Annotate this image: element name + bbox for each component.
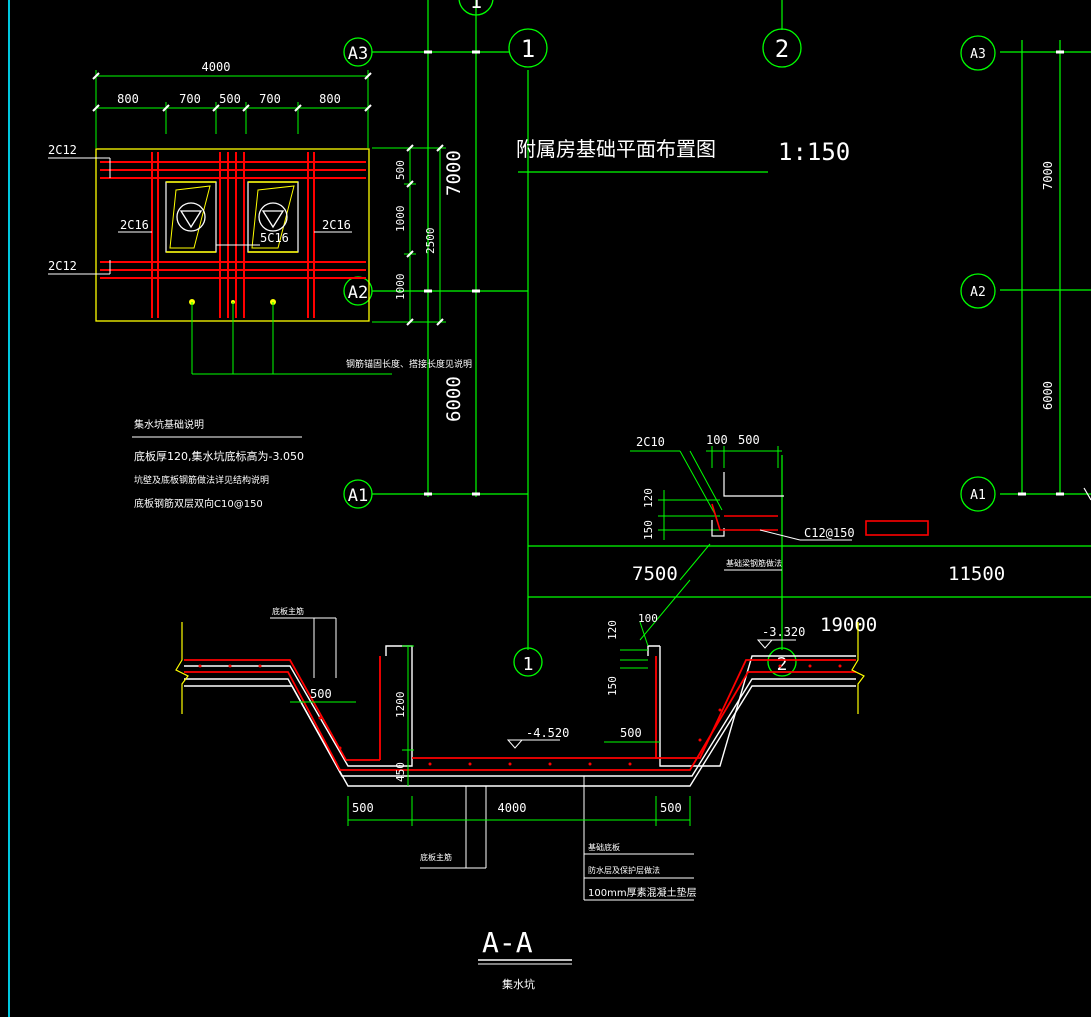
drawing-title: 附属房基础平面布置图 — [516, 137, 716, 161]
grid-bubble-row-a3[interactable]: A3 — [343, 37, 373, 67]
pit-plan-dimensions — [95, 70, 446, 323]
plan-seg-5: 800 — [319, 92, 341, 106]
grid-axes — [372, 0, 1091, 650]
section-level-top: -3.320 — [762, 625, 805, 639]
dim-11500: 11500 — [948, 563, 1005, 585]
rebar-2c16-left: 2C16 — [120, 218, 149, 232]
dim-7000-right: 7000 — [1041, 161, 1055, 190]
plan-right-dim-3: 1000 — [394, 274, 407, 301]
grid-bubble-col-2-top[interactable]: 2 — [762, 28, 802, 68]
pit-plan-box[interactable] — [95, 148, 370, 322]
notes-block: 集水坑基础说明 底板厚120,集水坑底标高为-3.050 坑壁及底板钢筋做法详见… — [132, 418, 304, 510]
grid-bubble-top-partial[interactable]: 1 — [458, 0, 494, 16]
plan-callout-leader — [189, 299, 392, 375]
section-dim-150: 150 — [606, 676, 619, 696]
rebar-2c12-bottom: 2C12 — [48, 259, 77, 273]
section-dim-450: 450 — [394, 762, 407, 782]
svg-text:2: 2 — [775, 35, 789, 63]
grid-ticks — [424, 50, 1064, 496]
section-layer-3: 100mm厚素混凝土垫层 — [588, 886, 697, 899]
detail-dim-100: 100 — [706, 433, 728, 447]
dim-7000: 7000 — [443, 150, 465, 196]
plan-seg-4: 700 — [259, 92, 281, 106]
plan-callout-note: 钢筋锚固长度、搭接长度见说明 — [346, 358, 472, 370]
plan-right-total: 2500 — [424, 228, 437, 255]
pit-plan-dim-ticks — [92, 72, 444, 326]
grid-bubble-right-a3[interactable]: A3 — [960, 35, 996, 71]
viewport-frame — [8, 0, 10, 1017]
svg-text:1: 1 — [470, 0, 482, 13]
svg-text:集水坑基础说明: 集水坑基础说明 — [134, 418, 204, 431]
rebar-5c16: 5C16 — [260, 231, 289, 245]
edge-mark — [1083, 487, 1091, 501]
svg-text:坑壁及底板钢筋做法详见结构说明: 坑壁及底板钢筋做法详见结构说明 — [134, 474, 269, 486]
section-dim-500-left: 500 — [310, 687, 332, 701]
section-subtitle: 集水坑 — [502, 977, 535, 991]
section-dim-1200: 1200 — [394, 692, 407, 719]
plan-leaders — [48, 157, 352, 275]
section-level-bottom: -4.520 — [526, 726, 569, 740]
drawing-scale: 1:150 — [778, 138, 850, 166]
svg-text:A3: A3 — [348, 44, 368, 64]
detail-vert-150: 150 — [642, 520, 655, 540]
detail-spacing: C12@150 — [804, 526, 855, 540]
detail-rebar: 2C10 — [636, 435, 665, 449]
grid-bubble-row-a2[interactable]: A2 — [343, 276, 373, 306]
detail-dim-500: 500 — [738, 433, 760, 447]
plan-right-dim-2: 1000 — [394, 206, 407, 233]
section-a-a[interactable] — [175, 622, 865, 787]
grid-bubble-right-a2[interactable]: A2 — [960, 273, 996, 309]
grid-bubble-row-a1[interactable]: A1 — [343, 479, 373, 509]
dim-6000-right: 6000 — [1041, 381, 1055, 410]
pump-icon-left — [176, 202, 206, 232]
plan-seg-3: 500 — [219, 92, 241, 106]
section-bottom-dim-500-left: 500 — [352, 801, 374, 815]
svg-text:1: 1 — [521, 35, 535, 63]
pump-icon-right — [258, 202, 288, 232]
svg-text:A1: A1 — [348, 486, 368, 506]
svg-text:底板厚120,集水坑底标高为-3.050: 底板厚120,集水坑底标高为-3.050 — [134, 449, 304, 463]
svg-text:1: 1 — [523, 654, 534, 675]
section-dim-500-inner: 500 — [620, 726, 642, 740]
detail-vert-120: 120 — [642, 488, 655, 508]
plan-total-width: 4000 — [202, 60, 231, 74]
detail-label: 基础梁钢筋做法 — [726, 558, 782, 568]
svg-text:A1: A1 — [970, 488, 986, 503]
section-dim-120: 120 — [606, 620, 619, 640]
edge-detail[interactable] — [630, 446, 929, 541]
dim-7500: 7500 — [632, 563, 678, 585]
svg-text:A3: A3 — [970, 47, 986, 62]
section-annotation-lines — [270, 617, 796, 901]
section-layer-2: 防水层及保护层做法 — [588, 865, 660, 875]
svg-text:2: 2 — [777, 654, 788, 675]
grid-bubble-col-1-top[interactable]: 1 — [508, 28, 548, 68]
rebar-2c12-top: 2C12 — [48, 143, 77, 157]
svg-text:A2: A2 — [348, 283, 368, 303]
section-bottom-dim-4000: 4000 — [498, 801, 527, 815]
svg-text:A2: A2 — [970, 285, 986, 300]
plan-seg-1: 800 — [117, 92, 139, 106]
section-left-label: 底板主筋 — [272, 606, 304, 616]
svg-text:底板钢筋双层双向C10@150: 底板钢筋双层双向C10@150 — [134, 497, 263, 510]
grid-bubble-col-2-bottom[interactable]: 2 — [767, 647, 797, 677]
section-dim-100: 100 — [638, 612, 658, 625]
section-bottom-dim-500-right: 500 — [660, 801, 682, 815]
plan-seg-2: 700 — [179, 92, 201, 106]
grid-bubble-right-a1[interactable]: A1 — [960, 476, 996, 512]
dim-19000: 19000 — [820, 614, 877, 636]
section-title: A-A — [482, 926, 533, 959]
section-layer-1: 基础底板 — [588, 842, 620, 852]
rebar-2c16-right: 2C16 — [322, 218, 351, 232]
dim-6000: 6000 — [443, 376, 465, 422]
grid-bubble-col-1-bottom[interactable]: 1 — [513, 647, 543, 677]
plan-right-dim-1: 500 — [394, 160, 407, 180]
section-dim-lines — [290, 621, 691, 826]
section-bottom-label: 底板主筋 — [420, 852, 452, 862]
